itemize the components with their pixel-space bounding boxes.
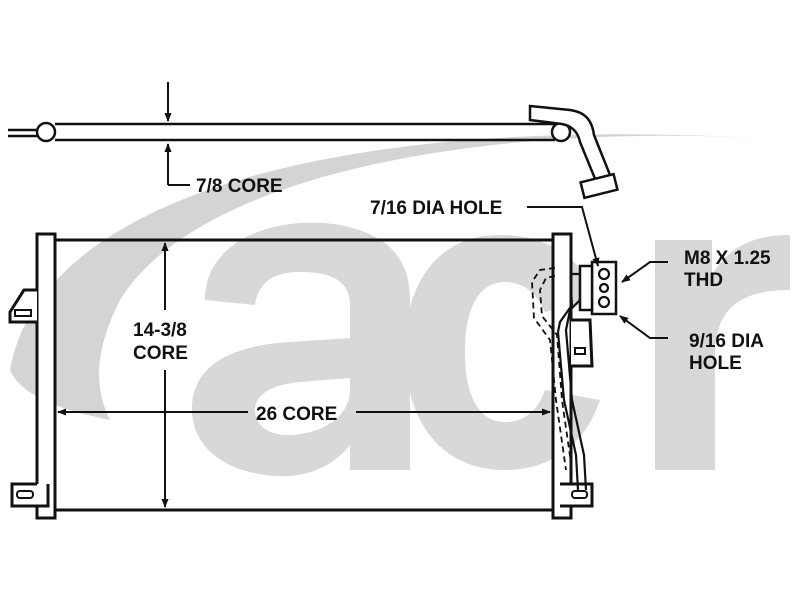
fitting-block bbox=[590, 260, 618, 316]
side-tube-hidden bbox=[531, 267, 567, 471]
side-tube-inner bbox=[556, 289, 580, 491]
fitting-hole-middle bbox=[598, 282, 610, 294]
fitting-hole-bottom bbox=[597, 295, 611, 309]
left-lower-bracket bbox=[10, 482, 50, 508]
top-core-dimension bbox=[164, 82, 190, 186]
small-hole-label: 7/16 DIA HOLE bbox=[370, 198, 502, 219]
logo-swoosh bbox=[10, 134, 790, 420]
right-side-bracket bbox=[571, 318, 594, 368]
fitting-hole-top bbox=[597, 267, 611, 281]
tube-body bbox=[55, 122, 555, 142]
tube-bend bbox=[528, 104, 614, 188]
acr-logo-watermark bbox=[10, 134, 790, 477]
small-hole-leader bbox=[527, 206, 600, 267]
left-tank bbox=[35, 232, 57, 520]
left-lower-bracket-slot bbox=[16, 490, 34, 499]
left-upper-bracket bbox=[8, 288, 37, 324]
height-label-line2: CORE bbox=[133, 343, 188, 364]
thread-label-line1: M8 X 1.25 bbox=[684, 248, 771, 269]
top-core-label: 7/8 CORE bbox=[196, 176, 283, 197]
logo-letter-a bbox=[191, 222, 410, 477]
thread-leader bbox=[621, 261, 668, 283]
height-label-line1: 14-3/8 bbox=[133, 320, 187, 341]
right-lower-bracket bbox=[560, 482, 594, 508]
thread-label-line2: THD bbox=[684, 270, 723, 291]
large-hole-label-line2: HOLE bbox=[689, 353, 742, 374]
logo-letter-r bbox=[655, 235, 790, 470]
large-hole-leader bbox=[619, 315, 668, 339]
width-label: 26 CORE bbox=[256, 404, 337, 425]
tube-fitting bbox=[579, 172, 619, 200]
large-hole-label-line1: 9/16 DIA bbox=[689, 331, 764, 352]
left-upper-bracket-slot bbox=[14, 309, 32, 317]
tube-joint-left bbox=[35, 121, 57, 143]
top-view-tube bbox=[8, 104, 619, 200]
right-lower-bracket-slot bbox=[571, 490, 588, 499]
side-tube bbox=[531, 260, 618, 491]
right-side-bracket-slot bbox=[574, 347, 586, 355]
fitting-leaders bbox=[527, 206, 668, 339]
tube-stub bbox=[8, 128, 40, 138]
fitting-plate bbox=[578, 264, 594, 312]
